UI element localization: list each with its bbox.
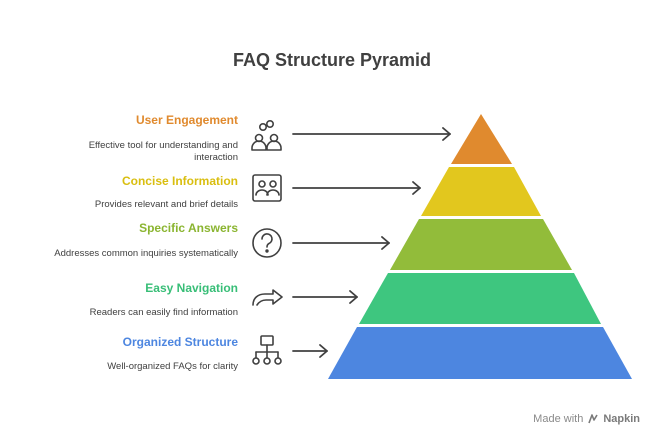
arrow-user-engagement bbox=[292, 127, 451, 141]
level-desc-concise-information: Provides relevant and brief details bbox=[94, 199, 238, 210]
navigation-arrow-icon bbox=[252, 289, 283, 306]
footer-credit: Made with Napkin bbox=[533, 413, 640, 425]
hierarchy-icon bbox=[252, 335, 282, 365]
level-title-specific-answers: Specific Answers bbox=[139, 221, 238, 235]
level-title-user-engagement: User Engagement bbox=[135, 113, 238, 127]
pyramid-tier-organized-structure bbox=[328, 327, 632, 379]
footer-prefix: Made with bbox=[533, 413, 584, 425]
question-icon bbox=[252, 228, 282, 258]
level-title-organized-structure: Organized Structure bbox=[122, 335, 238, 349]
level-desc-specific-answers: Addresses common inquiries systematicall… bbox=[54, 248, 238, 259]
users-icon bbox=[251, 120, 282, 151]
pyramid-tier-user-engagement bbox=[451, 114, 512, 164]
pyramid-tier-concise-information bbox=[421, 167, 541, 216]
footer-brand: Napkin bbox=[603, 413, 640, 425]
level-title-concise-information: Concise Information bbox=[121, 174, 238, 188]
page-title: FAQ Structure Pyramid bbox=[232, 50, 432, 70]
level-desc-user-engagement: Effective tool for understanding and int… bbox=[88, 140, 238, 163]
napkin-logo-icon bbox=[588, 414, 598, 424]
arrow-easy-navigation bbox=[292, 290, 358, 304]
arrow-concise-information bbox=[292, 181, 421, 195]
pyramid-tier-easy-navigation bbox=[359, 273, 601, 324]
arrow-specific-answers bbox=[292, 236, 390, 250]
people-board-icon bbox=[252, 174, 282, 202]
level-desc-organized-structure: Well-organized FAQs for clarity bbox=[107, 361, 238, 372]
level-desc-easy-navigation: Readers can easily find information bbox=[89, 307, 238, 318]
arrow-organized-structure bbox=[292, 344, 328, 358]
pyramid-tier-specific-answers bbox=[390, 219, 572, 270]
level-title-easy-navigation: Easy Navigation bbox=[145, 281, 238, 295]
